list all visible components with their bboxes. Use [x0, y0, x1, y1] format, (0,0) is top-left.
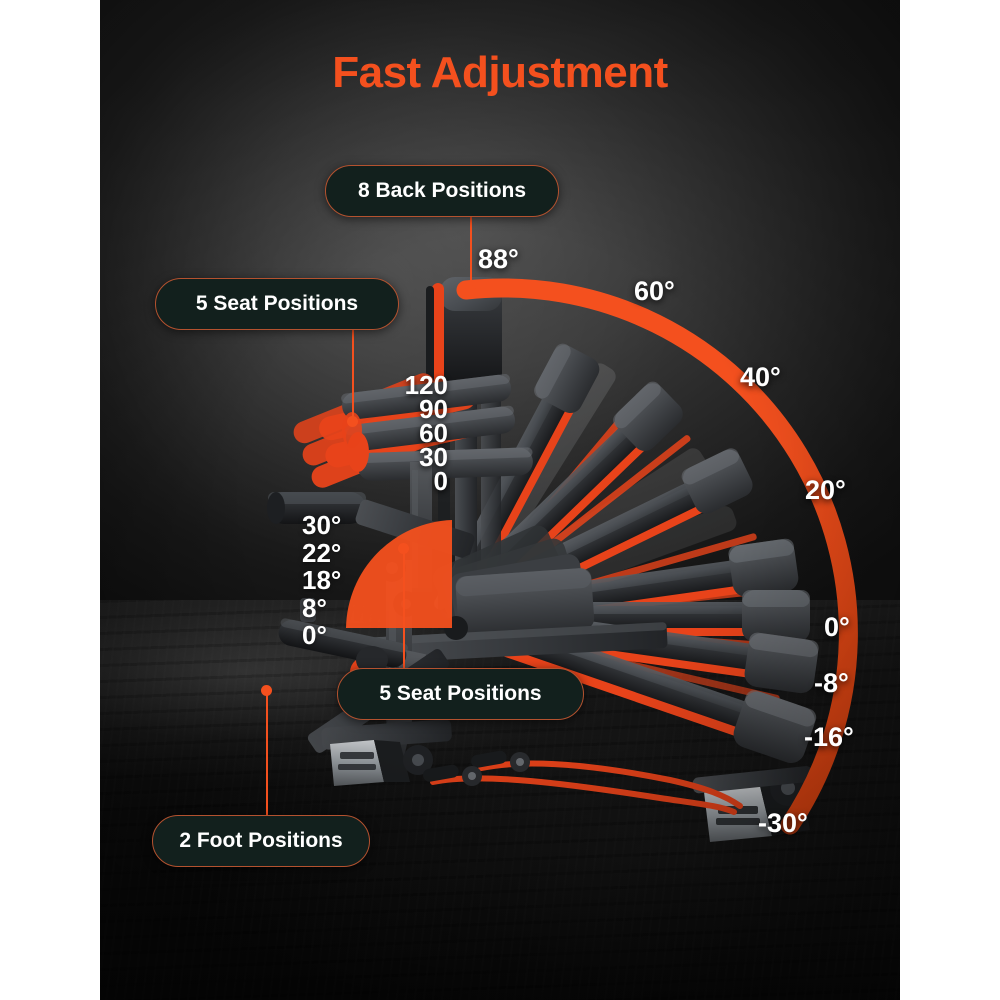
seat-angle-22: 22°	[302, 537, 342, 568]
leader-line-back	[470, 215, 472, 288]
seat-height-60: 60	[419, 417, 448, 448]
seat-angle-fan-wedge	[346, 520, 452, 628]
seat-angle-30: 30°	[302, 510, 342, 540]
leader-line-seat-mid	[403, 548, 405, 668]
angle-label-40: 40°	[740, 362, 781, 392]
seat-height-0: 0	[433, 465, 448, 496]
seat-angle-18: 18°	[302, 565, 342, 596]
angle-label-88: 88°	[478, 244, 519, 274]
leader-dot-seat-top	[347, 416, 358, 427]
angle-label-minus-30: -30°	[758, 808, 808, 838]
seat-height-30: 30	[419, 441, 448, 472]
leader-dot-seat-mid	[398, 543, 409, 554]
angle-label-minus-16: -16°	[804, 722, 854, 752]
badge-foot-positions[interactable]: 2 Foot Positions	[152, 815, 370, 867]
leader-dot-foot	[261, 685, 272, 696]
seat-height-90: 90	[419, 393, 448, 424]
badge-seat-positions-lower[interactable]: 5 Seat Positions	[337, 668, 584, 720]
seat-height-scale: 120 90 60 30 0	[390, 370, 448, 496]
badge-seat-positions-upper[interactable]: 5 Seat Positions	[155, 278, 399, 330]
leg-roller-pads	[293, 373, 533, 488]
leader-line-seat-top	[352, 328, 354, 421]
leader-dot-back	[465, 285, 476, 296]
angle-label-0: 0°	[824, 612, 850, 642]
leader-line-foot	[266, 690, 268, 815]
angle-label-minus-8: -8°	[814, 668, 849, 698]
seat-height-120: 120	[404, 370, 448, 400]
angle-label-20: 20°	[805, 475, 846, 505]
seat-angle-0: 0°	[302, 620, 327, 651]
seat-angle-scale: 30° 22° 18° 8° 0°	[302, 510, 402, 651]
seat-angle-8: 8°	[302, 592, 327, 623]
front-foot-stabilizer	[321, 719, 452, 786]
badge-back-positions[interactable]: 8 Back Positions	[325, 165, 559, 217]
angle-label-60: 60°	[634, 276, 675, 306]
page-title: Fast Adjustment	[332, 48, 668, 97]
